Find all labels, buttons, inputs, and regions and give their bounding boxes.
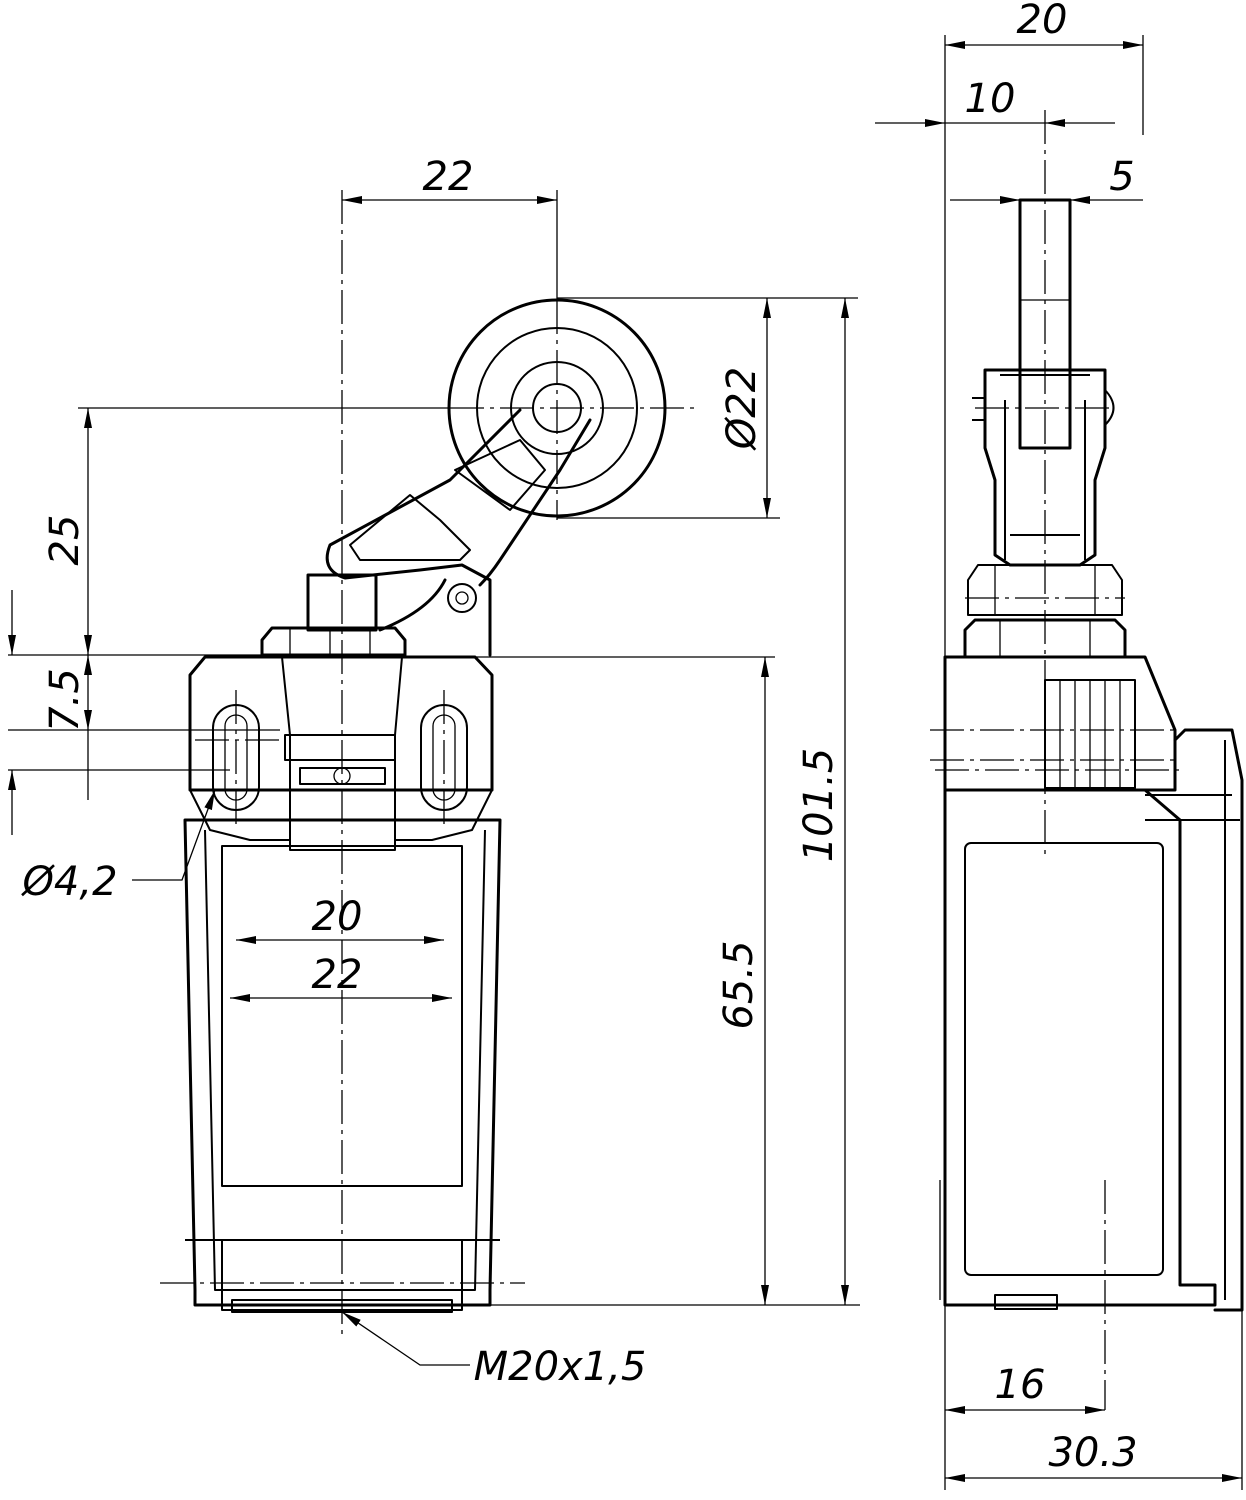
front-centerlines	[160, 190, 700, 1340]
actuator-head	[260, 573, 407, 657]
dim-conduit-offset: 16	[995, 1362, 1046, 1408]
dim-arm-length: 25	[42, 515, 88, 566]
dim-total-height: 101.5	[796, 748, 842, 863]
dim-hole-spacing-outer: 22	[312, 952, 363, 998]
front-view: 22 Ø22 25 7.5 Ø4,2 20	[7, 154, 860, 1390]
dim-overall-width: 20	[1017, 0, 1068, 43]
dim-body-height: 65.5	[716, 940, 762, 1029]
dim-hole-diameter: Ø4,2	[20, 859, 117, 905]
dim-mount-offset: 7.5	[42, 668, 88, 732]
dim-hole-spacing-inner: 20	[312, 894, 363, 940]
dim-roller-offset: 22	[423, 154, 474, 200]
lever-arm	[325, 408, 592, 657]
dim-roller-width: 5	[1109, 154, 1134, 200]
dim-center-offset: 10	[965, 76, 1016, 122]
dim-thread: M20x1,5	[474, 1344, 647, 1390]
side-dimensions: 20 10 5 16 30.3	[875, 0, 1243, 1490]
side-housing	[939, 728, 1244, 1312]
side-fork	[972, 368, 1115, 567]
side-view: 20 10 5 16 30.3	[875, 0, 1244, 1490]
side-centerlines	[930, 110, 1180, 1410]
dim-body-depth: 30.3	[1048, 1430, 1137, 1476]
dim-roller-diameter: Ø22	[719, 367, 765, 451]
front-dimensions: 22 Ø22 25 7.5 Ø4,2 20	[7, 154, 860, 1390]
